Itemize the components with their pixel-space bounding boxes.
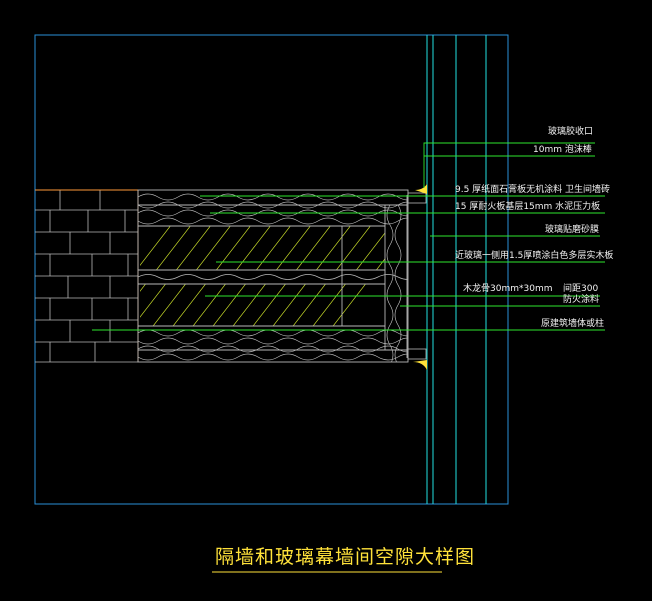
annotation-glass-sand-film: 玻璃贴磨砂膜 <box>545 223 599 235</box>
drawing-frame <box>34 34 509 505</box>
sealant-bottom <box>413 360 427 370</box>
annotation-spacing: 间距300 <box>563 282 598 294</box>
drawing-title: 隔墙和玻璃幕墙间空隙大样图 <box>215 546 475 568</box>
partition-outline <box>137 189 409 363</box>
annotation-foam-rod: 10mm 泡沫棒 <box>533 143 592 155</box>
leader-lines <box>92 142 605 331</box>
foam-rod-top <box>407 192 427 204</box>
annotation-gypsum-board: 9.5 厚纸面石膏板无机涂料 卫生间墙砖 <box>455 183 610 195</box>
curtain-wall-lines <box>426 35 487 504</box>
sealant-top <box>415 184 427 194</box>
annotation-fire-board: 15 厚耐火板基层15mm 水泥压力板 <box>455 200 600 212</box>
annotation-fire-paint: 防火涂料 <box>563 293 599 305</box>
annotation-masonry: 原建筑墙体或柱 <box>541 317 604 329</box>
foam-rod-bottom <box>407 348 427 360</box>
wood-board-layers <box>138 193 408 362</box>
brick-wall <box>35 190 138 362</box>
insulation-hatch <box>140 226 385 326</box>
annotation-glass-sealant: 玻璃胶收口 <box>548 125 593 137</box>
annotation-steel-plate: 近玻璃一侧用1.5厚喷涂白色多层实木板 <box>455 249 613 261</box>
annotation-wood-keel: 木龙骨30mm*30mm <box>463 282 552 294</box>
